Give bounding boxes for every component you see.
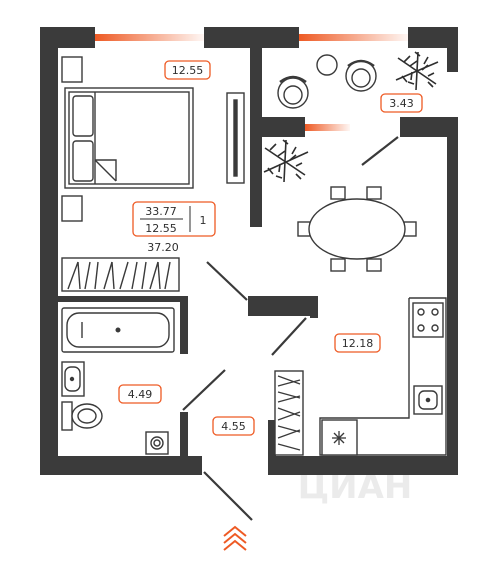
area-bedroom: 12.55 (172, 64, 204, 77)
wall-stub-a (248, 296, 266, 306)
washing-machine-inner (153, 439, 161, 447)
wall-balcony-bottom-left (250, 117, 305, 137)
balcony-chair-right (345, 59, 377, 92)
bedroom-furniture (61, 56, 245, 222)
entrance-chevrons-icon (223, 525, 247, 551)
chair-bottom-2 (366, 258, 382, 272)
wall-bottom-left (40, 456, 202, 475)
balcony-table (316, 54, 338, 76)
label-box-bathroom (118, 384, 162, 404)
blanket-fold-diag (94, 159, 117, 182)
window-bedroom (95, 34, 204, 41)
bedroom-wardrobe (61, 257, 180, 292)
sink-drain (69, 376, 75, 382)
wall-interior-vertical (250, 27, 262, 227)
window-balcony (299, 34, 408, 41)
chair-top-1 (330, 186, 346, 200)
burner-2 (431, 308, 439, 316)
total-area: 37.20 (147, 241, 179, 254)
chair-right (403, 221, 417, 237)
wall-bath-right (180, 296, 188, 354)
pillow-top (72, 95, 94, 137)
wall-right-balcony (447, 27, 458, 72)
toilet-seat (77, 408, 97, 424)
hallway-wardrobe (274, 370, 304, 456)
label-box-balcony (380, 93, 423, 113)
chair-top-2 (366, 186, 382, 200)
door-balcony (361, 136, 399, 166)
wall-right (447, 120, 458, 475)
wall-top-right (408, 27, 458, 48)
wall-bottom-right (268, 456, 458, 475)
living-area: 33.77 (145, 205, 177, 218)
snowflake-icon (332, 431, 346, 445)
area-kitchen: 12.18 (342, 337, 374, 350)
burner-3 (417, 324, 425, 332)
area-hallway: 4.55 (221, 420, 246, 433)
wall-stub-b (310, 296, 318, 318)
chair-left (297, 221, 311, 237)
door-bedroom (206, 261, 248, 301)
pillow-bottom (72, 140, 94, 182)
area-labels: 12.55 3.43 12.18 4.49 4.55 (118, 60, 423, 436)
walls (40, 27, 458, 475)
label-box-hallway (212, 416, 255, 436)
kitchen-sink-drain (425, 397, 431, 403)
chair-bottom-1 (330, 258, 346, 272)
plant-kitchen-icon (263, 139, 309, 183)
plant-balcony-icon (395, 51, 439, 91)
kitchen-area: 12.55 (145, 222, 177, 235)
burner-4 (431, 324, 439, 332)
burner-1 (417, 308, 425, 316)
label-box-kitchen (334, 333, 381, 353)
rooms-count: 1 (200, 214, 207, 227)
wall-hall-right (268, 420, 276, 460)
nightstand-top (61, 56, 83, 83)
wardrobe-hangers (67, 261, 171, 290)
door-entrance (203, 471, 253, 521)
stove (412, 302, 444, 338)
wall-bedroom-bath (58, 296, 188, 302)
doors (182, 136, 399, 521)
window-kitchen (305, 124, 350, 131)
door-kitchen (271, 317, 307, 356)
wall-balcony-bottom-right (400, 117, 458, 137)
balcony-furniture (277, 54, 377, 109)
area-balcony: 3.43 (389, 97, 414, 110)
door-bathroom (182, 369, 226, 411)
nightstand-bottom (61, 195, 83, 222)
label-box-bedroom (164, 60, 211, 80)
wall-left (40, 27, 58, 475)
dining-set (297, 186, 417, 272)
bath-drain (115, 327, 121, 333)
dining-table (308, 198, 406, 260)
balcony-chair-left (277, 75, 309, 109)
tv (233, 99, 238, 177)
area-bathroom: 4.49 (128, 388, 153, 401)
bathroom-fixtures (61, 307, 175, 455)
summary-block: 33.77 12.55 1 37.20 (132, 201, 216, 254)
toilet-tank (61, 401, 73, 431)
wall-bath-door (180, 412, 188, 456)
hall-wardrobe-hangers (277, 375, 301, 451)
